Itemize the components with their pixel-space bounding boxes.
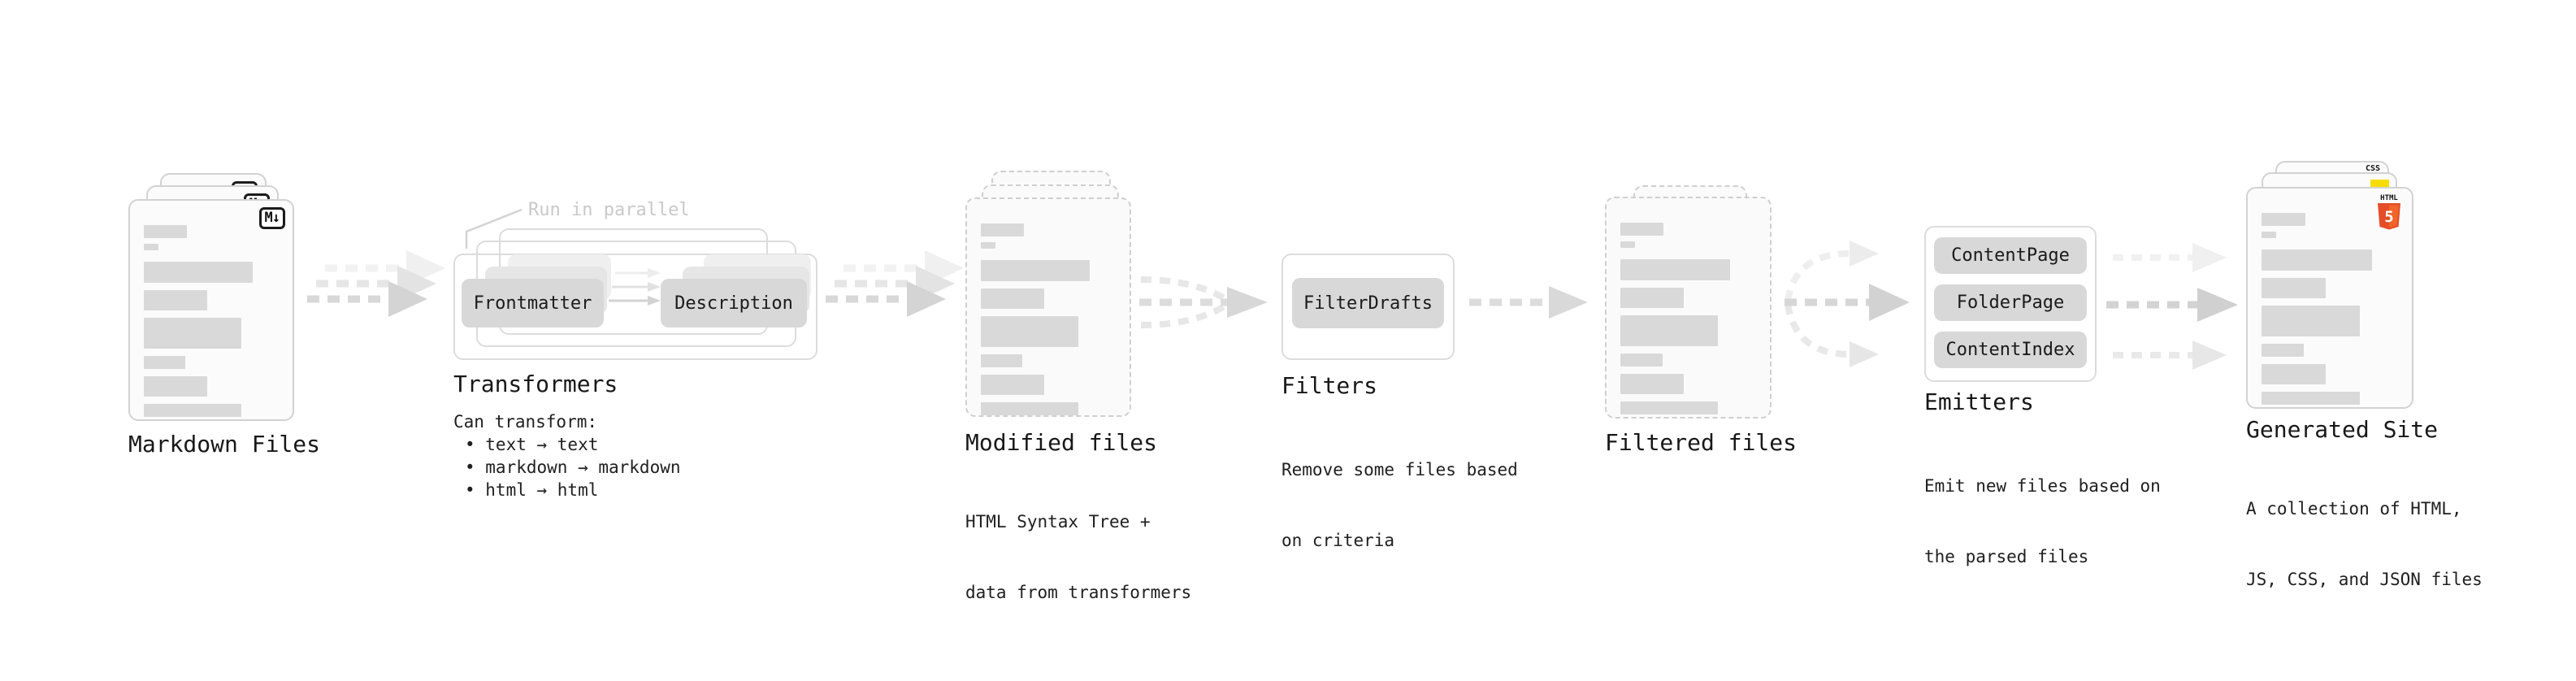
filters-subtext-line: Remove some files based: [1281, 460, 1518, 479]
transformers-bullet: • markdown → markdown: [465, 458, 681, 477]
filters-label: Filters: [1281, 372, 1378, 399]
generated-site-subtext-line: JS, CSS, and JSON files: [2246, 570, 2483, 589]
emitters-box: [1924, 226, 2097, 382]
doc-placeholder-lines: [144, 225, 279, 417]
emitters-label: Emitters: [1924, 388, 2034, 415]
filters-box: [1281, 254, 1455, 360]
arrow-filtered-to-emitters-fanout: [1785, 241, 1910, 367]
doc-line-bar: [144, 290, 208, 310]
doc-line-bar: [144, 225, 188, 238]
doc-line-bar: [981, 260, 1091, 281]
doc-line-bar: [981, 354, 1023, 367]
doc-placeholder-lines: [981, 223, 1116, 415]
generated-file-card-front: HTML 5: [2246, 187, 2413, 409]
doc-line-bar: [1620, 241, 1636, 248]
doc-line-bar: [144, 376, 208, 397]
modified-files-label: Modified files: [965, 429, 1158, 456]
filtered-files-label: Filtered files: [1605, 429, 1798, 456]
markdown-file-card-front: M↓: [128, 199, 294, 421]
doc-line-bar: [981, 402, 1078, 415]
doc-line-bar: [981, 242, 996, 249]
run-in-parallel-annotation: Run in parallel: [528, 200, 690, 220]
run-in-parallel-leader-line: [465, 208, 523, 249]
html5-shield-icon: HTML 5: [2375, 193, 2403, 232]
arrow-markdown-to-transformers: [307, 250, 445, 317]
doc-placeholder-lines: [2262, 213, 2398, 405]
emitters-subtext: Emit new files based on the parsed files: [1924, 427, 2161, 616]
doc-line-bar: [981, 288, 1045, 309]
doc-line-bar: [2262, 249, 2373, 271]
doc-line-bar: [1620, 315, 1719, 346]
frontmatter-pill: Frontmatter: [462, 279, 604, 327]
doc-placeholder-lines: [1620, 223, 1756, 414]
contentindex-pill: ContentIndex: [1934, 332, 2087, 368]
doc-line-bar: [144, 244, 159, 250]
doc-line-bar: [1620, 374, 1685, 394]
doc-line-bar: [144, 262, 254, 283]
html5-badge-word: HTML: [2380, 194, 2398, 202]
folderpage-pill: FolderPage: [1934, 284, 2087, 321]
description-pill: Description: [661, 279, 807, 327]
doc-line-bar: [2262, 364, 2326, 384]
transformers-bullet: • text → text: [465, 435, 599, 454]
filterdrafts-pill: FilterDrafts: [1292, 278, 1444, 328]
doc-line-bar: [1620, 354, 1663, 367]
doc-line-bar: [2262, 306, 2360, 336]
contentpage-pill: ContentPage: [1934, 237, 2087, 274]
doc-line-bar: [1620, 288, 1685, 308]
doc-line-bar: [144, 318, 241, 349]
doc-line-bar: [2262, 232, 2277, 238]
arrow-transformers-to-modified: [826, 250, 964, 317]
modified-files-subtext-line: data from transformers: [965, 583, 1192, 602]
arrow-emitters-to-generated-middle: [2106, 288, 2238, 322]
generated-site-subtext-line: A collection of HTML,: [2246, 499, 2462, 518]
doc-line-bar: [1620, 401, 1719, 414]
modified-file-card-front: [965, 197, 1131, 417]
arrow-modified-to-filters-merge: [1139, 276, 1268, 328]
arrow-emitters-to-generated-bottom: [2113, 340, 2227, 370]
doc-line-bar: [981, 316, 1078, 347]
doc-line-bar: [981, 223, 1025, 236]
doc-line-bar: [2262, 344, 2305, 357]
doc-line-bar: [2262, 392, 2360, 405]
doc-line-bar: [2262, 278, 2326, 298]
transformer-box-front: [453, 254, 817, 360]
emitters-subtext-line: the parsed files: [1924, 547, 2089, 566]
emitters-subtext-line: Emit new files based on: [1924, 476, 2161, 496]
modified-files-subtext-line: HTML Syntax Tree +: [965, 512, 1151, 531]
filters-subtext-line: on criteria: [1281, 531, 1395, 550]
transformers-bullet: • html → html: [465, 480, 599, 500]
modified-files-subtext: HTML Syntax Tree + data from transformer…: [965, 463, 1191, 652]
filtered-file-card-front: [1605, 197, 1772, 419]
transformer-flow-arrows: [609, 268, 661, 306]
doc-line-bar: [1620, 223, 1664, 236]
doc-line-bar: [981, 375, 1045, 395]
markdown-files-label: Markdown Files: [128, 431, 321, 458]
transformers-description-title: Can transform:: [453, 412, 598, 432]
generated-site-subtext: A collection of HTML, JS, CSS, and JSON …: [2246, 450, 2483, 639]
markdown-icon: M↓: [258, 207, 285, 229]
doc-line-bar: [144, 404, 241, 417]
arrow-filters-to-filtered: [1469, 286, 1588, 319]
generated-site-label: Generated Site: [2246, 416, 2439, 443]
doc-line-bar: [1620, 259, 1731, 280]
html5-badge-number: 5: [2384, 208, 2393, 226]
doc-line-bar: [2262, 213, 2305, 226]
arrow-emitters-to-generated-top: [2113, 243, 2227, 272]
doc-line-bar: [144, 356, 186, 369]
transformers-label: Transformers: [453, 371, 618, 397]
filters-subtext: Remove some files based on criteria: [1281, 411, 1518, 600]
